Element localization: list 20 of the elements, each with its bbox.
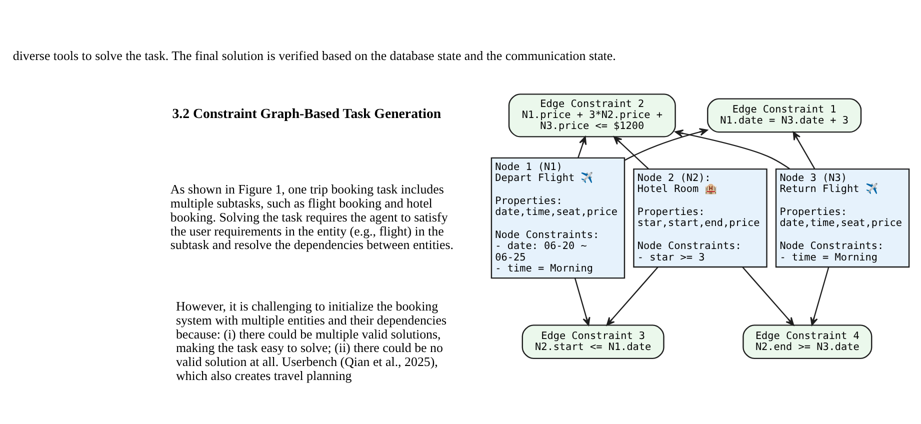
node-box: Edge Constraint 4 N2.end >= N3.date (742, 324, 872, 360)
node-box: Edge Constraint 3 N2.start <= N1.date (522, 324, 664, 360)
arrow (742, 266, 794, 326)
arrow (574, 278, 590, 326)
arrow (624, 128, 708, 161)
arrow (792, 132, 816, 170)
arrow (613, 136, 649, 170)
arrow (578, 136, 587, 158)
arrow (810, 266, 830, 326)
label: However, it is challenging to initialize the booking system with multiple entities and their dependencies because: (i) there could be multiple valid solutions, making the task easy to solve; (ii) there could be no valid solution at all. Userbench (Qian et al., 2025), which also creates travel planning (176, 298, 447, 383)
arrow (674, 130, 790, 170)
node-box: Node 3 (N3) Return Flight ✈ Properties: date,time,seat,price Node Constraints: - time = Morning (775, 168, 910, 268)
arrow (606, 266, 658, 326)
label: 3.2 Constraint Graph-Based Task Generation (172, 106, 442, 121)
label: diverse tools to solve the task. The final solution is verified based on the database state and the communication state. (12, 48, 616, 63)
label: As shown in Figure 1, one trip booking task includes multiple subtasks, such as flight booking and hotel booking. Solving the task requires the agent to satisfy the user requirements in the entity (e.g., flight) in the subtask and resolve the dependencies between entities. (170, 182, 454, 252)
node-box: Node 2 (N2): Hotel Room 🏨 Properties: star,start,end,price Node Constraints: - star >= 3 (633, 168, 768, 268)
node-box: Node 1 (N1) Depart Flight ✈ Properties: date,time,seat,price Node Constraints: - date: 06-20 ~ 06-25 - time = Morning (490, 157, 626, 279)
node-box: Edge Constraint 1 N1.date = N3.date + 3 (707, 98, 862, 133)
node-box: Edge Constraint 2 N1.price + 3*N2.price + N3.price <= $1200 (508, 94, 676, 138)
